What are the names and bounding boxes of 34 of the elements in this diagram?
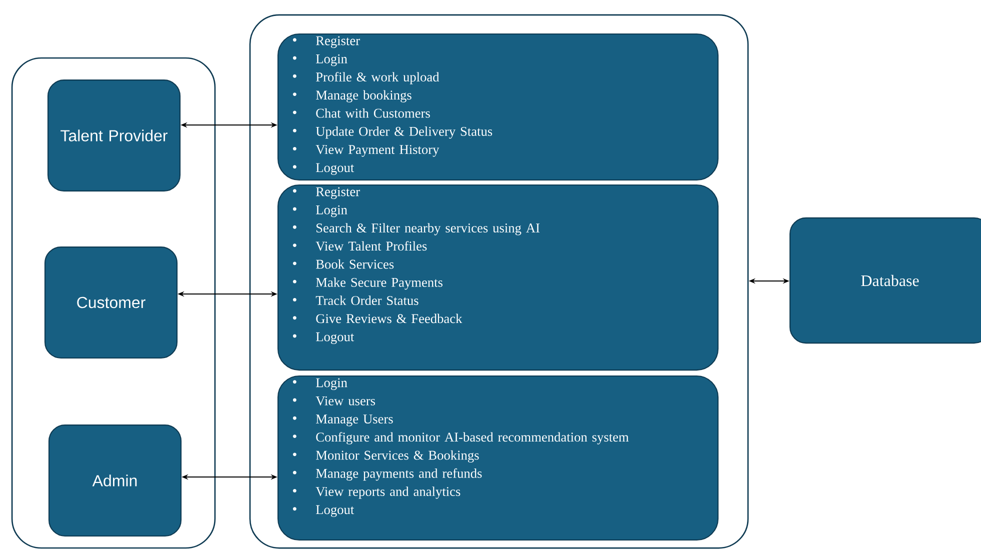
list-item: View reports and analytics xyxy=(292,486,460,499)
actor-box: Admin xyxy=(48,424,182,536)
list-item: Manage payments and refunds xyxy=(292,468,482,481)
list-item: Chat with Customers xyxy=(292,108,430,118)
feature-box xyxy=(277,184,719,371)
list-item: Make Secure Payments xyxy=(292,278,442,290)
database-box: Database xyxy=(789,217,981,344)
list-item: Search & Filter nearby services using AI xyxy=(292,223,540,236)
list-item: Logout xyxy=(292,505,354,517)
list-item: Track Order Status xyxy=(292,296,418,306)
actor-box: Customer xyxy=(44,246,178,358)
list-item: Login xyxy=(292,205,348,218)
container-box xyxy=(249,14,749,549)
list-item: Manage Users xyxy=(292,414,393,426)
list-item: Register xyxy=(292,187,360,199)
feature-box xyxy=(277,33,719,181)
list-item: Profile & work upload xyxy=(292,72,440,84)
list-item: View Talent Profiles xyxy=(292,241,427,251)
list-item: Logout xyxy=(292,332,354,344)
list-item: Update Order & Delivery Status xyxy=(292,126,492,139)
list-item: Login xyxy=(292,54,348,66)
list-item: Monitor Services & Bookings xyxy=(292,450,479,463)
actor-box: Talent Provider xyxy=(47,80,181,192)
container-box xyxy=(11,57,216,549)
list-item: Logout xyxy=(292,163,354,175)
list-item: Register xyxy=(292,36,360,48)
list-item: View users xyxy=(292,396,376,406)
list-item: Login xyxy=(292,378,348,390)
list-item: Manage bookings xyxy=(292,90,412,102)
feature-box xyxy=(277,375,719,541)
list-item: View Payment History xyxy=(292,145,440,157)
list-item: Book Services xyxy=(292,259,394,269)
list-item: Give Reviews & Feedback xyxy=(292,314,462,324)
list-item: Configure and monitor AI-based recommendation system xyxy=(292,432,629,444)
